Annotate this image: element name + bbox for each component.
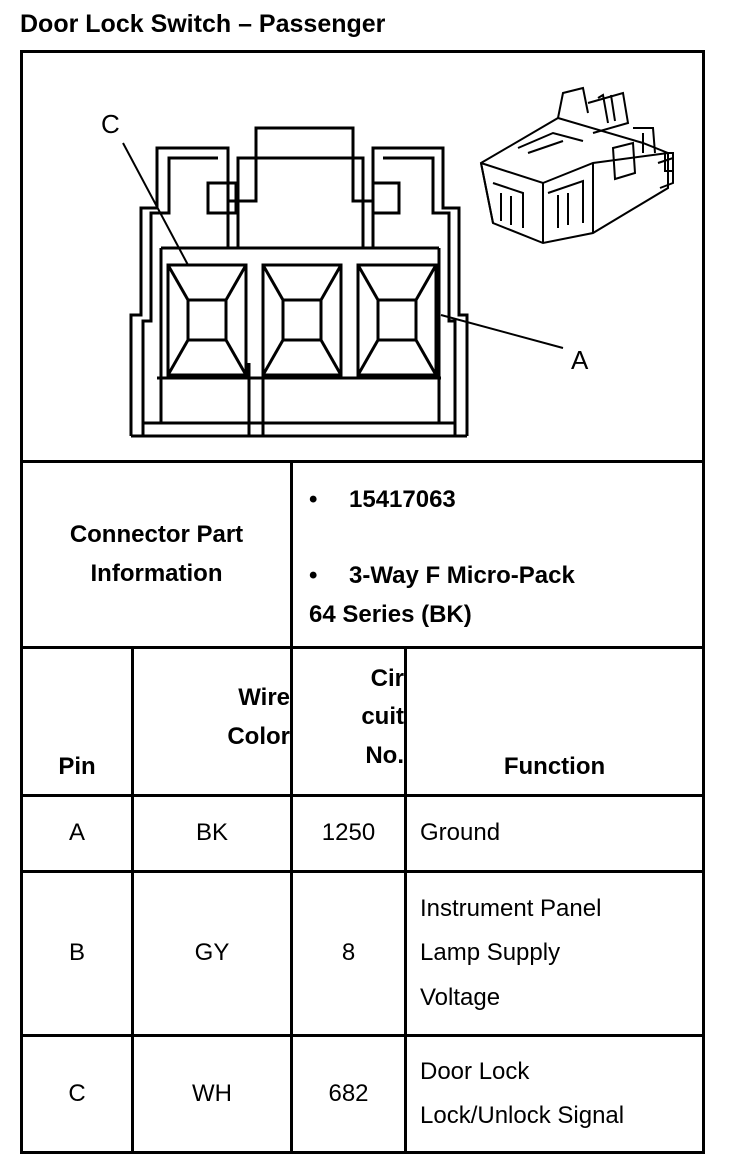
- circuit-value: 8: [341, 939, 356, 967]
- header-circuit-line3: No.: [365, 741, 404, 769]
- header-function-text: Function: [503, 752, 606, 780]
- label-a: A: [571, 345, 589, 375]
- header-pin-text: Pin: [58, 752, 96, 780]
- wire-value: GY: [194, 939, 230, 967]
- header-wire-line1: Wire: [238, 684, 290, 712]
- table-row-a-function: Ground: [407, 797, 702, 870]
- part-number: 15417063: [349, 486, 456, 513]
- circuit-value: 1250: [321, 819, 376, 847]
- divider: [23, 1034, 702, 1037]
- wire-value: WH: [192, 1079, 232, 1107]
- divider: [290, 794, 293, 1151]
- pin-value: A: [68, 819, 85, 847]
- table-row-c-wire: WH: [134, 1037, 290, 1151]
- pin-value: C: [68, 1079, 86, 1107]
- connector-part-label-line1: Connector Part: [69, 521, 244, 549]
- header-circuit-no: Cir cuit No.: [293, 649, 404, 794]
- bullet-icon: •: [309, 562, 318, 590]
- table-row-a-pin: A: [23, 797, 131, 870]
- table-row-c-function: Door Lock Lock/Unlock Signal: [407, 1037, 702, 1151]
- label-c: C: [101, 109, 120, 139]
- divider: [23, 646, 702, 649]
- divider: [404, 646, 407, 1151]
- connector-type-item: • 3-Way F Micro-Pack: [309, 557, 702, 595]
- pin-value: B: [68, 939, 85, 967]
- function-line: Lamp Supply: [420, 939, 561, 967]
- connector-type-line1: 3-Way F Micro-Pack: [349, 562, 575, 590]
- table-row-b-circuit: 8: [293, 873, 404, 1034]
- connector-part-details: • 15417063 • 3-Way F Micro-Pack 64 Serie…: [293, 463, 702, 646]
- connector-info-frame: C A Connector Part Information: [20, 50, 705, 1154]
- connector-part-label-line2: Information: [90, 559, 223, 587]
- page-title: Door Lock Switch – Passenger: [20, 10, 386, 38]
- table-row-b-pin: B: [23, 873, 131, 1034]
- header-circuit-line2: cuit: [361, 703, 404, 731]
- connector-face-outline: [129, 126, 469, 438]
- table-row-c-circuit: 682: [293, 1037, 404, 1151]
- header-function: Function: [407, 649, 702, 794]
- pin-cavities: [166, 263, 438, 377]
- leader-line-a: [440, 314, 564, 349]
- header-pin: Pin: [23, 649, 131, 794]
- connector-part-label: Connector Part Information: [23, 463, 290, 646]
- divider: [23, 794, 702, 797]
- function-line: Door Lock: [420, 1057, 530, 1085]
- leader-line-c: [122, 142, 189, 266]
- function-line: Instrument Panel: [420, 894, 602, 922]
- table-row-a-circuit: 1250: [293, 797, 404, 870]
- divider: [23, 870, 702, 873]
- header-circuit-line1: Cir: [370, 664, 404, 692]
- divider: [23, 460, 702, 463]
- function-line: Ground: [420, 819, 501, 847]
- divider: [131, 646, 134, 1151]
- function-line: Lock/Unlock Signal: [420, 1102, 625, 1129]
- bullet-icon: •: [309, 486, 318, 513]
- circuit-value: 682: [328, 1079, 369, 1107]
- divider: [290, 460, 293, 795]
- wire-value: BK: [195, 819, 228, 847]
- function-line: Voltage: [420, 983, 501, 1011]
- table-row-a-wire: BK: [134, 797, 290, 870]
- table-row-b-wire: GY: [134, 873, 290, 1034]
- header-wire-color: Wire Color: [134, 649, 290, 794]
- table-row-c-pin: C: [23, 1037, 131, 1151]
- connector-type-line2: 64 Series (BK): [309, 600, 472, 628]
- table-row-b-function: Instrument Panel Lamp Supply Voltage: [407, 873, 702, 1034]
- connector-diagram: C A: [101, 86, 674, 438]
- connector-thumbnail-icon: [479, 86, 674, 245]
- part-number-item: • 15417063: [309, 481, 702, 519]
- header-wire-line2: Color: [227, 722, 290, 750]
